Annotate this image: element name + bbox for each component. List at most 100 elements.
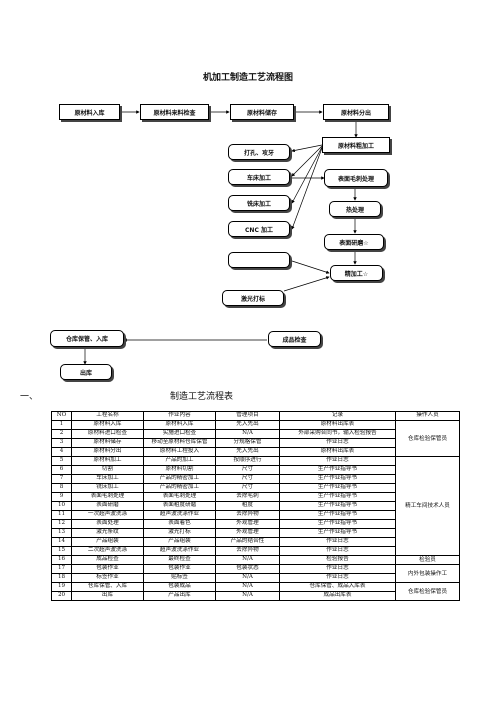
cell-process-name: 产品组装	[71, 537, 144, 547]
section-number: 一、	[20, 392, 39, 402]
cell-no: 4	[51, 447, 72, 457]
cell-no: 9	[51, 492, 72, 502]
flow-step-milling: 铣床加工	[228, 195, 290, 211]
flow-step-deburr: 表面毛刺处理	[324, 169, 388, 187]
cell-control-item: 外观管理	[215, 528, 280, 538]
flow-step-finishing: 精加工☆	[330, 265, 383, 281]
cell-record: 作业日志	[279, 564, 396, 574]
cell-work-content: 最终检查	[143, 555, 216, 565]
cell-process-name: 原材料加工	[71, 456, 144, 466]
cell-no: 20	[51, 591, 72, 601]
cell-control-item: N/A	[215, 555, 280, 565]
cell-process-name: 标签作业	[71, 573, 144, 583]
cell-operator: 内外包装操作工	[395, 564, 460, 583]
cell-control-item: 产品的结合性	[215, 537, 280, 547]
flow-step-raw-material-storage: 原材料储存	[230, 104, 294, 120]
header-operator: 操作人员	[395, 411, 460, 421]
cell-record: 生产作业指导书	[279, 492, 396, 502]
cell-control-item: N/A	[215, 429, 280, 439]
flow-step-cnc: CNC 加工	[228, 221, 290, 237]
cell-record: 生产作业指导书	[279, 465, 396, 475]
header-process-name: 工程名称	[71, 411, 144, 421]
cell-process-name: 表面毛刺处理	[71, 492, 144, 502]
cell-process-name: 成品检查	[71, 555, 144, 565]
cell-record: 生产作业指导书	[279, 510, 396, 520]
cell-control-item: 先入先出	[215, 420, 280, 430]
cell-work-content: 激光打标	[143, 528, 216, 538]
cell-process-name: 原材料入库	[71, 420, 144, 430]
cell-no: 13	[51, 528, 72, 538]
cell-control-item: 粗度	[215, 501, 280, 511]
cell-no: 19	[51, 582, 72, 592]
cell-record: 作业日志	[279, 537, 396, 547]
cell-work-content: 包装作业	[143, 564, 216, 574]
cell-work-content: 超声波洗涤作业	[143, 510, 216, 520]
cell-control-item: 尺寸	[215, 474, 280, 484]
header-control-item: 管理项目	[215, 411, 280, 421]
cell-record: 检验报告	[279, 555, 396, 565]
cell-record: 生产作业指导书	[279, 501, 396, 511]
cell-no: 10	[51, 501, 72, 511]
cell-work-content: 表面着色	[143, 519, 216, 529]
cell-process-name: 出库	[71, 591, 144, 601]
cell-record: 外部采购合同书，输入检验报告	[279, 429, 396, 439]
header-no: NO	[51, 411, 72, 421]
cell-no: 6	[51, 465, 72, 475]
cell-operator: 检验员	[395, 555, 460, 565]
cell-work-content: 产品的加工	[143, 456, 216, 466]
cell-process-name: 铣床加工	[71, 483, 144, 493]
cell-record: 作业日志	[279, 456, 396, 466]
cell-no: 3	[51, 438, 72, 448]
flow-step-surface-grinding: 表面研磨☆	[324, 234, 384, 250]
cell-work-content: 贴标签	[143, 573, 216, 583]
cell-record: 仓库保管、成品入库表	[279, 582, 396, 592]
cell-operator: 仓库检验保管员	[395, 582, 460, 601]
cell-work-content: 原材料切割	[143, 465, 216, 475]
cell-control-item: N/A	[215, 573, 280, 583]
cell-no: 17	[51, 564, 72, 574]
cell-no: 7	[51, 474, 72, 484]
flow-step-raw-material-inspection: 原材料来料检查	[140, 104, 209, 120]
cell-no: 1	[51, 420, 72, 430]
cell-control-item: 去除异物	[215, 510, 280, 520]
cell-process-name: 包装作业	[71, 564, 144, 574]
cell-process-name: 一次超声波洗涤	[71, 510, 144, 520]
cell-work-content: 原材料入库	[143, 420, 216, 430]
cell-record: 原材料出库表	[279, 420, 396, 430]
cell-process-name: 表面研磨	[71, 501, 144, 511]
cell-record: 成品出库表	[279, 591, 396, 601]
cell-work-content: 表面毛刺处理	[143, 492, 216, 502]
cell-work-content: 超声波洗涤作业	[143, 546, 216, 556]
cell-process-name: 表面处理	[71, 519, 144, 529]
flow-step-ship-out: 出库	[60, 364, 112, 380]
cell-process-name: 激光条纹	[71, 528, 144, 538]
cell-no: 14	[51, 537, 72, 547]
cell-record: 原材料出库表	[279, 447, 396, 457]
cell-record: 作业日志	[279, 546, 396, 556]
cell-no: 15	[51, 546, 72, 556]
cell-process-name: 车床加工	[71, 474, 144, 484]
cell-no: 5	[51, 456, 72, 466]
flow-step-heat-treatment: 热处理	[329, 201, 381, 217]
cell-control-item: 包装状态	[215, 564, 280, 574]
cell-control-item: N/A	[215, 582, 280, 592]
flow-step-drill-tap: 打孔、攻牙	[228, 144, 290, 160]
cell-no: 11	[51, 510, 72, 520]
header-record: 记录	[279, 411, 396, 421]
flow-step-final-inspection: 成品检查	[268, 331, 321, 347]
cell-record: 生产作业指导书	[279, 483, 396, 493]
cell-record: 作业日志	[279, 573, 396, 583]
cell-no: 18	[51, 573, 72, 583]
cell-process-name: 原材料进口检查	[71, 429, 144, 439]
cell-control-item: N/A	[215, 591, 280, 601]
cell-record: 生产作业指导书	[279, 474, 396, 484]
cell-no: 16	[51, 555, 72, 565]
